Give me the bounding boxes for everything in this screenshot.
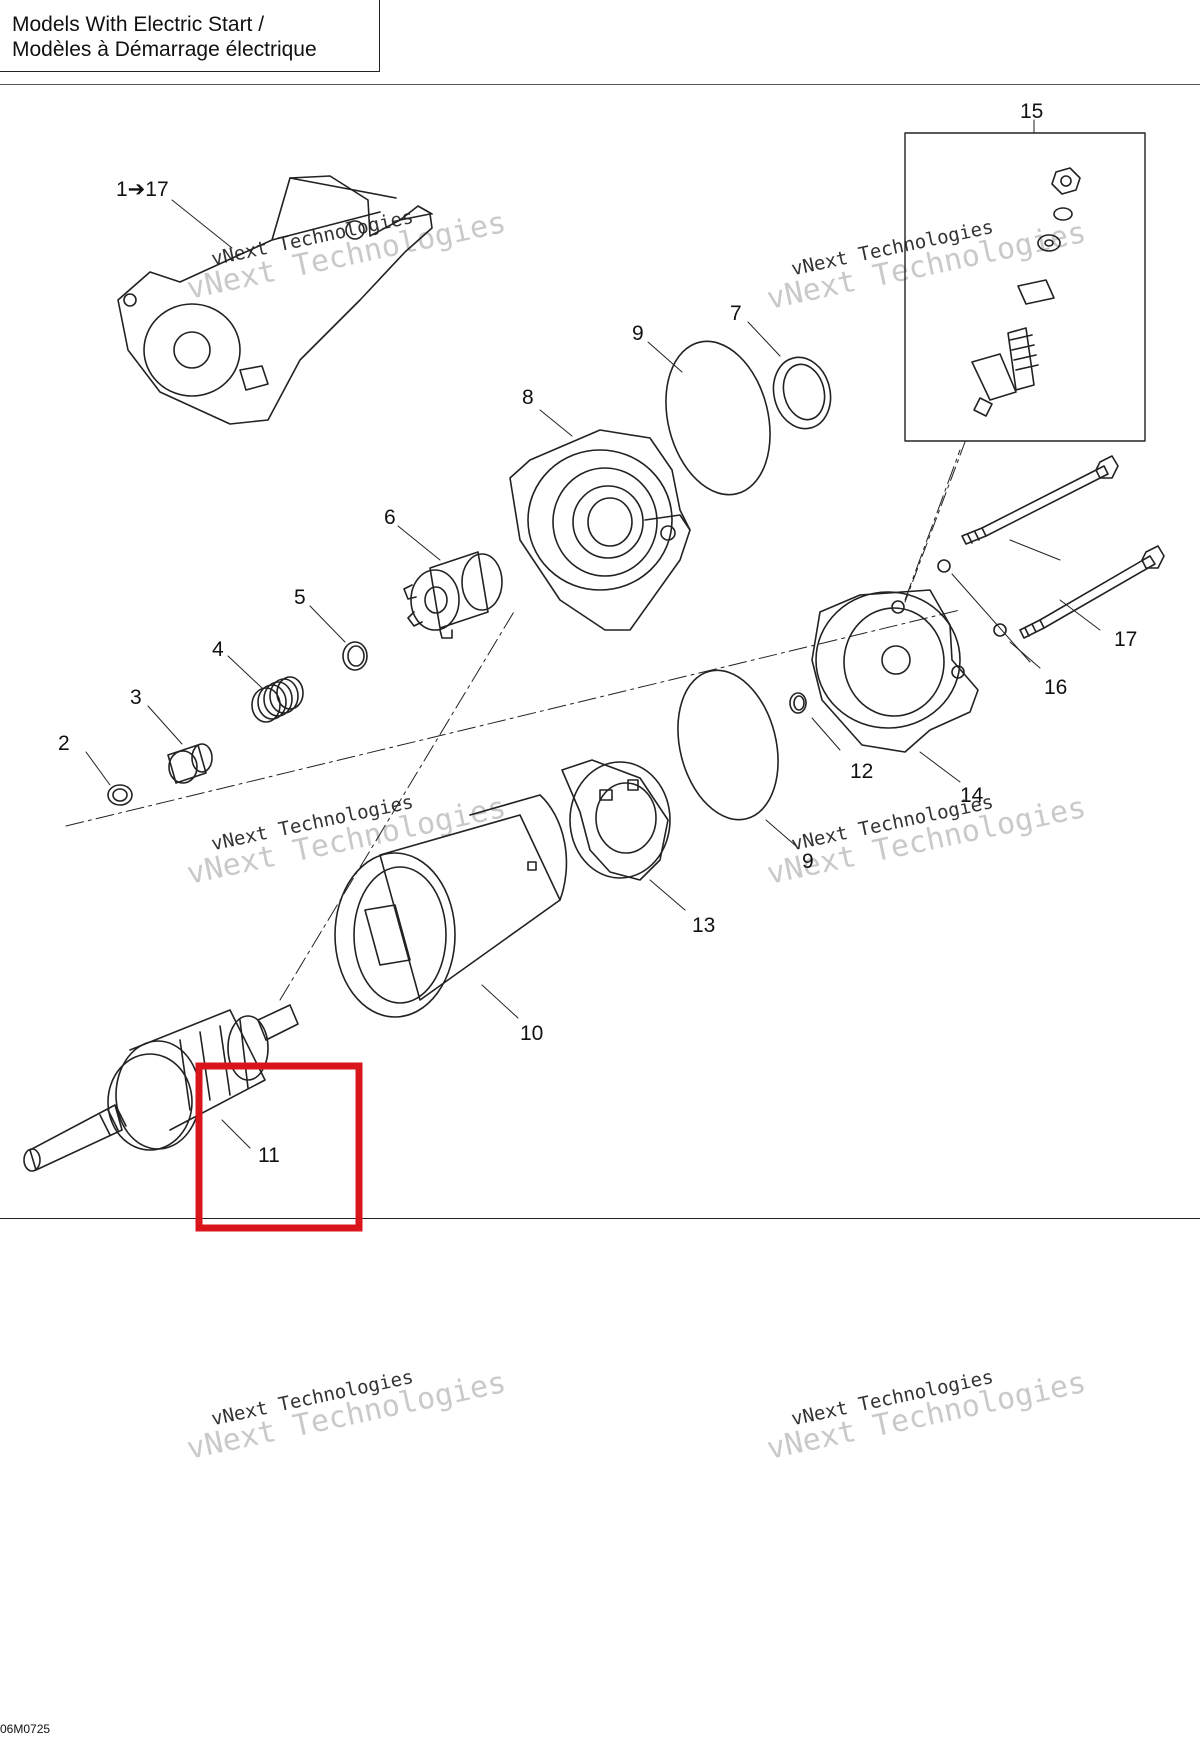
callout-9-upper: 9 <box>632 322 644 345</box>
leader-9-lower <box>765 819 797 847</box>
part-13-brush-plate <box>561 759 671 881</box>
part-4-spring <box>251 676 304 723</box>
top-rule <box>0 84 1200 85</box>
leader-2 <box>85 751 111 786</box>
leader-6 <box>397 525 441 561</box>
callout-13: 13 <box>692 914 715 937</box>
callout-16: 16 <box>1044 676 1067 699</box>
leader-1-17 <box>171 199 233 249</box>
part-2-washer <box>107 784 133 806</box>
assembled-starter-motor <box>117 175 433 425</box>
callout-1-17: 1➔17 <box>116 178 169 201</box>
leader-3 <box>147 705 183 745</box>
leader-16 <box>1009 641 1041 669</box>
terminal-stud-kit <box>971 167 1081 417</box>
callout-6: 6 <box>384 506 396 529</box>
part-10-field-frame <box>334 794 568 1018</box>
leader-11 <box>221 1119 251 1149</box>
title-line-english: Models With Electric Start / <box>12 13 265 36</box>
part-16-washer <box>937 559 951 573</box>
leader-10 <box>481 984 519 1019</box>
inset-leader-line <box>904 441 966 603</box>
leader-12 <box>811 717 841 751</box>
part-17-through-bolts <box>961 455 1165 639</box>
callout-14: 14 <box>960 784 984 807</box>
callout-10: 10 <box>520 1022 543 1045</box>
part-14-end-cap <box>811 589 979 753</box>
part-3-bushing <box>167 743 213 784</box>
inset-box-15 <box>904 132 1146 442</box>
part-8-drive-housing <box>509 429 691 631</box>
bottom-rule <box>0 1218 1200 1219</box>
part-16-washer <box>993 623 1007 637</box>
leader-16b <box>951 573 1031 663</box>
part-7-o-ring <box>772 356 832 430</box>
callout-9-lower: 9 <box>802 850 814 873</box>
leader-13 <box>649 879 686 911</box>
callout-3: 3 <box>130 686 142 709</box>
leader-5 <box>309 605 346 643</box>
leader-17b <box>1009 539 1061 561</box>
callout-7: 7 <box>730 302 742 325</box>
leader-7 <box>747 321 781 357</box>
callout-2: 2 <box>58 732 70 755</box>
title-line-french: Modèles à Démarrage électrique <box>12 38 317 61</box>
drawing-code: 06M0725 <box>0 1722 51 1736</box>
callout-17: 17 <box>1114 628 1137 651</box>
part-9-o-ring-lower <box>677 669 779 821</box>
leader-9-upper <box>647 341 683 373</box>
part-12-o-ring <box>789 692 807 714</box>
part-6-pinion-gear <box>403 551 503 639</box>
leader-14 <box>919 751 961 783</box>
highlight-box-item-11 <box>195 1062 363 1232</box>
callout-11: 11 <box>258 1144 280 1167</box>
leader-17 <box>1059 599 1101 631</box>
callout-12: 12 <box>850 760 873 783</box>
leader-8 <box>539 409 573 437</box>
callout-5: 5 <box>294 586 306 609</box>
title-box: Models With Electric Start / Modèles à D… <box>0 0 380 72</box>
leader-4 <box>227 655 263 689</box>
callout-4: 4 <box>212 638 224 661</box>
armature-axis-line <box>279 609 516 1001</box>
callout-15: 15 <box>1020 100 1043 123</box>
part-5-o-ring <box>342 641 368 671</box>
main-axis-line <box>65 609 961 827</box>
bolt-axis-line <box>904 449 961 601</box>
part-11-armature <box>23 1004 299 1172</box>
callout-8: 8 <box>522 386 534 409</box>
part-9-o-ring-upper <box>665 340 771 496</box>
